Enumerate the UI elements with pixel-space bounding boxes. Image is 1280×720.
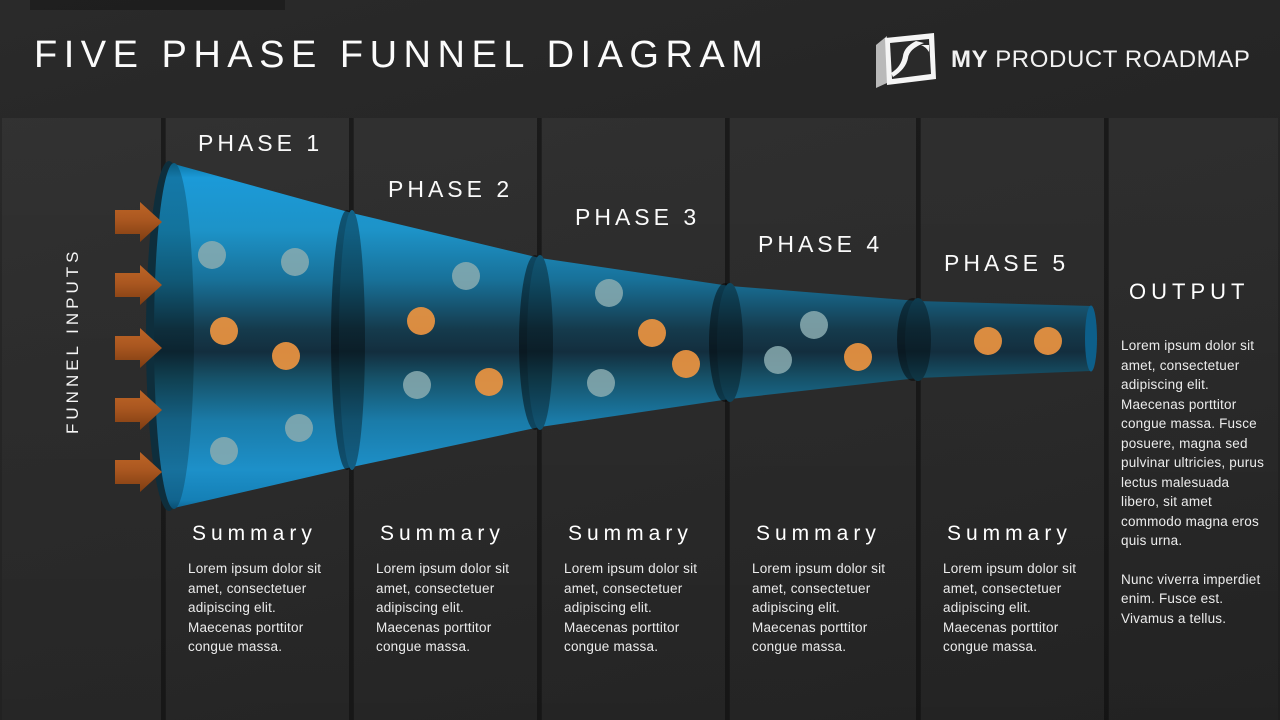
funnel-dot-teal <box>800 311 828 339</box>
input-arrow <box>115 328 162 368</box>
funnel-dot-orange <box>475 368 503 396</box>
funnel-mouth <box>154 163 194 509</box>
summary-heading: Summary <box>380 522 505 545</box>
funnel-dot-teal <box>285 414 313 442</box>
background-panel <box>1108 118 1278 720</box>
output-paragraph-2: Nunc viverra imperdiet enim. Fusce est. … <box>1121 571 1261 626</box>
phase-label: PHASE 4 <box>758 231 884 257</box>
summary-body: Lorem ipsum dolor sit amet, consectetuer… <box>752 561 886 654</box>
brand-name-rest: PRODUCT ROADMAP <box>995 46 1251 73</box>
phase-label: PHASE 5 <box>944 250 1070 276</box>
phase-label: PHASE 2 <box>388 176 514 202</box>
background-panel <box>920 118 1104 720</box>
funnel-dot-orange <box>672 350 700 378</box>
funnel-rim <box>339 210 365 470</box>
funnel-dot-orange <box>272 342 300 370</box>
funnel-dot-orange <box>1034 327 1062 355</box>
funnel-dot-teal <box>587 369 615 397</box>
summary-body: Lorem ipsum dolor sit amet, consectetuer… <box>564 561 698 654</box>
roadmap-logo-icon <box>876 33 936 88</box>
input-arrow <box>115 452 162 492</box>
funnel-rim <box>905 298 931 381</box>
input-arrow <box>115 265 162 305</box>
funnel-rim <box>717 283 743 402</box>
funnel-rim <box>527 255 553 430</box>
summary-body: Lorem ipsum dolor sit amet, consectetuer… <box>188 561 322 654</box>
funnel-segment <box>352 213 540 467</box>
funnel-dot-orange <box>210 317 238 345</box>
funnel-segment <box>730 286 918 399</box>
summary-heading: Summary <box>568 522 693 545</box>
funnel-dot-teal <box>403 371 431 399</box>
funnel-dot-teal <box>452 262 480 290</box>
summary-heading: Summary <box>756 522 881 545</box>
output-heading: OUTPUT <box>1129 279 1250 304</box>
funnel-segment <box>918 301 1091 378</box>
summary-body: Lorem ipsum dolor sit amet, consectetuer… <box>943 561 1077 654</box>
page-title: FIVE PHASE FUNNEL DIAGRAM <box>34 34 770 76</box>
input-arrow <box>115 202 162 242</box>
brand-name-bold: MY <box>951 46 989 73</box>
summary-body: Lorem ipsum dolor sit amet, consectetuer… <box>376 561 510 654</box>
output-body: Lorem ipsum dolor sit amet, consectetuer… <box>1121 336 1270 647</box>
funnel-tail-rim <box>1085 305 1097 372</box>
funnel-dot-orange <box>974 327 1002 355</box>
funnel-segment <box>174 164 352 508</box>
summary-heading: Summary <box>192 522 317 545</box>
funnel-segment <box>540 258 730 427</box>
funnel-dot-orange <box>844 343 872 371</box>
funnel-dot-teal <box>210 437 238 465</box>
background-column-gap <box>724 118 730 720</box>
output-paragraph-1: Lorem ipsum dolor sit amet, consectetuer… <box>1121 338 1265 548</box>
summary-heading: Summary <box>947 522 1072 545</box>
background-column-gap <box>1103 118 1109 720</box>
phase-label: PHASE 1 <box>198 130 324 156</box>
top-left-notch <box>30 0 285 10</box>
funnel-dot-teal <box>281 248 309 276</box>
funnel-dot-teal <box>764 346 792 374</box>
funnel-dot-teal <box>198 241 226 269</box>
funnel-dot-orange <box>407 307 435 335</box>
input-arrow <box>115 390 162 430</box>
background-panel <box>729 118 916 720</box>
background-column-gap <box>915 118 921 720</box>
funnel-dot-teal <box>595 279 623 307</box>
phase-label: PHASE 3 <box>575 204 701 230</box>
funnel-dot-orange <box>638 319 666 347</box>
